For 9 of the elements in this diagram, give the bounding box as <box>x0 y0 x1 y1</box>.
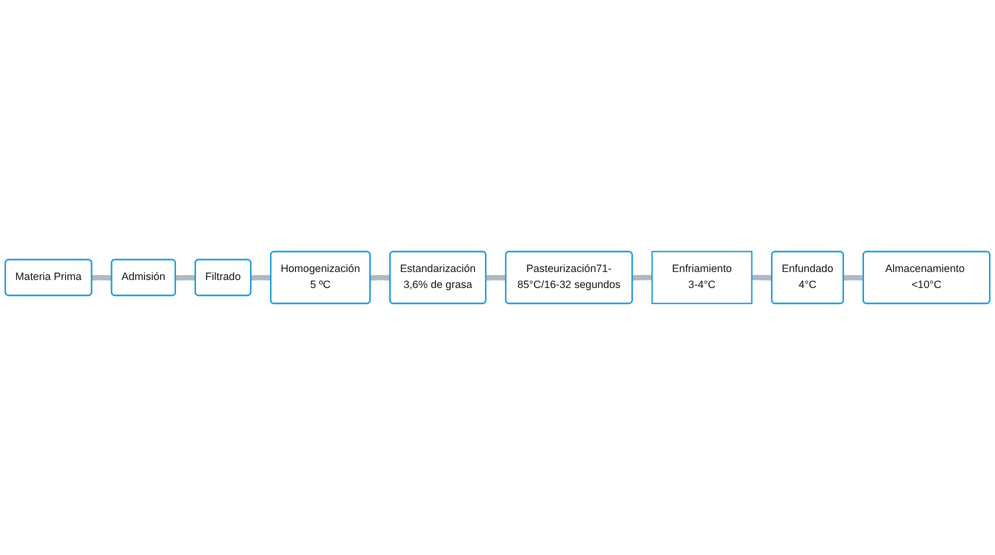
connector <box>369 274 392 280</box>
connector <box>250 274 272 280</box>
connector <box>631 274 654 280</box>
connector <box>842 274 864 280</box>
connector <box>484 274 507 280</box>
connector <box>750 274 774 280</box>
connector <box>90 274 113 280</box>
connector <box>174 274 197 280</box>
node-box: Enfriamiento 3-4°C <box>651 250 752 304</box>
